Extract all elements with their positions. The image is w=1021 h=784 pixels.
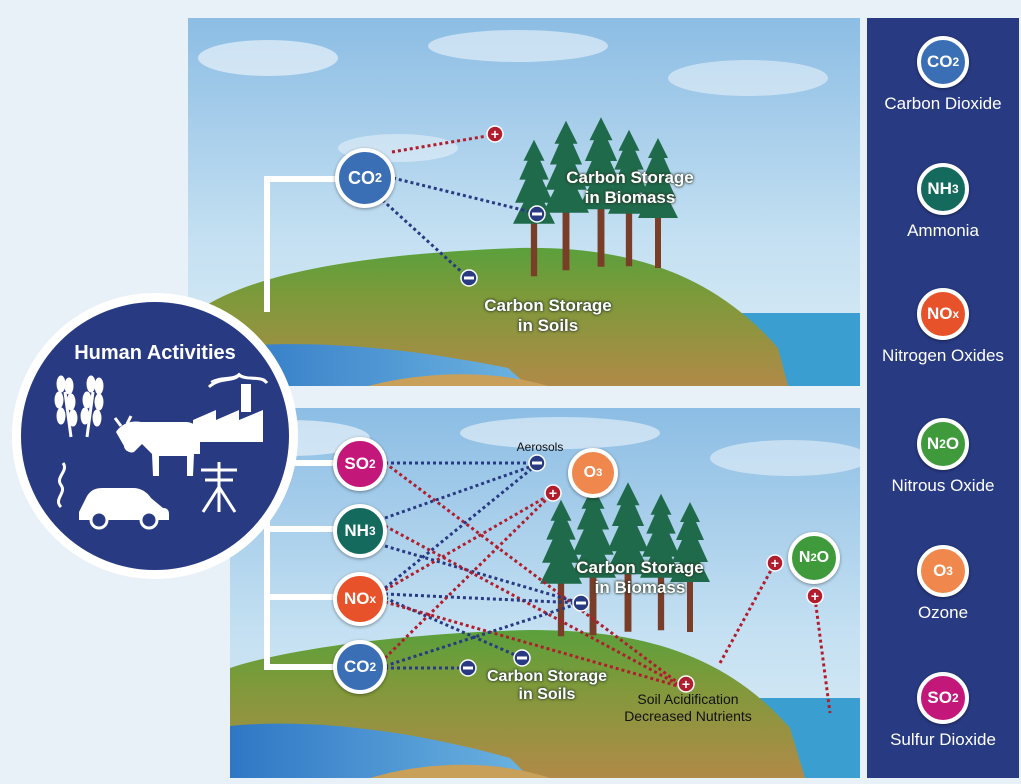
svg-text:+: + [682,676,690,692]
human-activities-title: Human Activities [74,342,236,364]
top-scene-panel: + Carbon Storage in Biomass Carbon Stora… [188,18,860,386]
legend-label: Carbon Dioxide [884,94,1002,113]
legend-label: Ammonia [907,221,979,240]
top-sign-markers: + [460,125,546,287]
bottom-connection-lines [383,461,832,714]
cow-icon [113,415,200,476]
top-connection-lines [376,133,536,278]
bottom-connector-vertical [264,460,270,670]
wheat-icon [54,375,104,438]
top-scene-illustration: + [188,18,860,386]
legend-label: Nitrous Oxide [891,476,995,495]
car-icon [56,462,169,530]
legend-label: Sulfur Dioxide [890,730,996,749]
acidification-label: Soil Acidification Decreased Nutrients [624,691,752,724]
power-line-icon [201,462,237,513]
bottom-sign-markers: + + + + [459,454,824,693]
bottom-soils-label: Carbon Storage in Soils [486,668,607,704]
legend-label: Ozone [917,603,969,622]
svg-text:+: + [549,485,557,501]
bottom-connector-so2 [264,460,336,466]
human-activities-icons [54,372,269,530]
top-biomass-label: Carbon Storage in Biomass [566,168,694,207]
bottom-connector-nh3 [264,526,336,532]
top-connector-horizontal [264,176,344,182]
top-soils-label: Carbon Storage in Soils [484,296,612,335]
svg-text:+: + [771,555,779,571]
bottom-connector-co2 [264,664,336,670]
svg-text:+: + [811,588,819,604]
human-activities-circle: Human Activities [12,293,298,579]
bottom-connector-nox [264,594,336,600]
factory-icon [193,372,269,442]
svg-text:+: + [491,126,499,142]
bottom-biomass-label: Carbon Storage in Biomass [576,558,704,597]
legend-label: Nitrogen Oxides [882,346,1004,365]
aerosols-label: Aerosols [516,440,564,454]
top-connector-vertical [264,176,270,312]
